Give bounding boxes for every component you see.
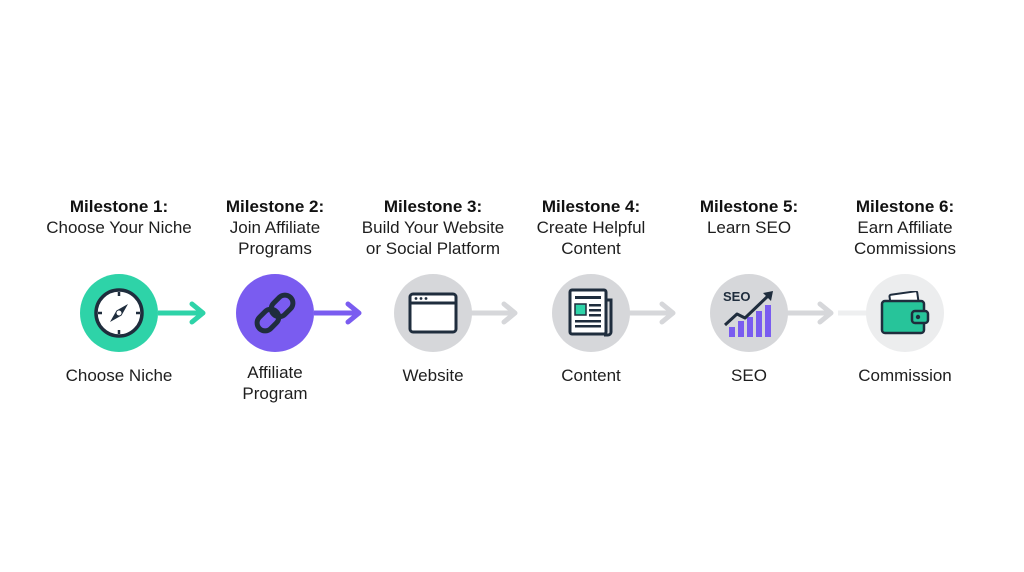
milestone-heading: Milestone 4: Create Helpful Content (506, 196, 676, 259)
milestone-title: Earn Affiliate Commissions (853, 218, 957, 258)
connector-4-5 (628, 301, 676, 325)
wallet-icon (880, 291, 930, 335)
connector-2-3 (314, 301, 362, 325)
milestone-heading: Milestone 2: Join Affiliate Programs (190, 196, 360, 259)
milestone-title: Create Helpful Content (536, 218, 646, 258)
connector-1-2 (158, 301, 206, 325)
compass-icon (94, 288, 144, 338)
newspaper-icon (568, 288, 613, 337)
milestone-number: Milestone 2: (225, 197, 325, 216)
milestone-heading: Milestone 6: Earn Affiliate Commissions (820, 196, 990, 259)
milestone-number: Milestone 4: (541, 197, 641, 216)
milestone-title: Choose Your Niche (46, 218, 192, 237)
milestone-circle (552, 274, 630, 352)
milestone-number: Milestone 1: (69, 197, 169, 216)
milestone-circle (866, 274, 944, 352)
milestone-label: Commission (858, 366, 952, 385)
milestone-label: Website (402, 366, 464, 385)
milestone-circle (394, 274, 472, 352)
milestone-number: Milestone 3: (383, 197, 483, 216)
connector-5-6 (786, 301, 834, 325)
milestone-label: Affiliate Program (242, 363, 308, 403)
milestone-title: Join Affiliate Programs (229, 218, 321, 258)
milestone-number: Milestone 6: (855, 197, 955, 216)
milestone-heading: Milestone 3: Build Your Website or Socia… (348, 196, 518, 259)
milestone-number: Milestone 5: (699, 197, 799, 216)
milestone-circle (80, 274, 158, 352)
milestone-label: Choose Niche (65, 366, 173, 385)
milestone-heading: Milestone 1: Choose Your Niche (34, 196, 204, 238)
link-icon (254, 292, 296, 334)
seo-growth-chart-icon: SEO (723, 289, 773, 337)
connector-3-4 (470, 301, 518, 325)
milestone-label: Content (561, 366, 621, 385)
milestone-circle: SEO (710, 274, 788, 352)
milestone-circle (236, 274, 314, 352)
milestone-title: Build Your Website or Social Platform (361, 218, 505, 258)
seo-icon-text: SEO (723, 289, 750, 304)
milestone-label: SEO (731, 366, 767, 385)
milestone-title: Learn SEO (706, 218, 792, 237)
browser-window-icon (408, 292, 458, 334)
milestone-heading: Milestone 5: Learn SEO (664, 196, 834, 238)
